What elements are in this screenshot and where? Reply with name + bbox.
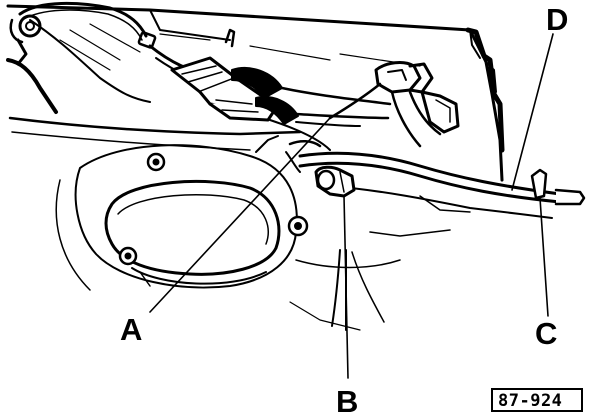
leader-lines [149,33,554,379]
leader-line-d [511,33,554,191]
figure-number-box: 87-924 [491,388,583,412]
top-left-cable-loop [9,1,157,49]
leader-line-c [539,197,549,317]
callout-a-label: A [120,312,142,347]
callout-b-label: B [336,384,358,418]
leader-line-a [149,117,331,313]
leader-line-b [343,195,349,379]
callout-c-label: C [535,316,557,351]
figure-number: 87-924 [498,391,562,411]
relay-assembly [328,61,460,148]
body-panel [6,4,505,182]
wiring-harness [148,28,392,151]
strut-tower [55,135,451,331]
callout-d-label: D [546,2,568,37]
